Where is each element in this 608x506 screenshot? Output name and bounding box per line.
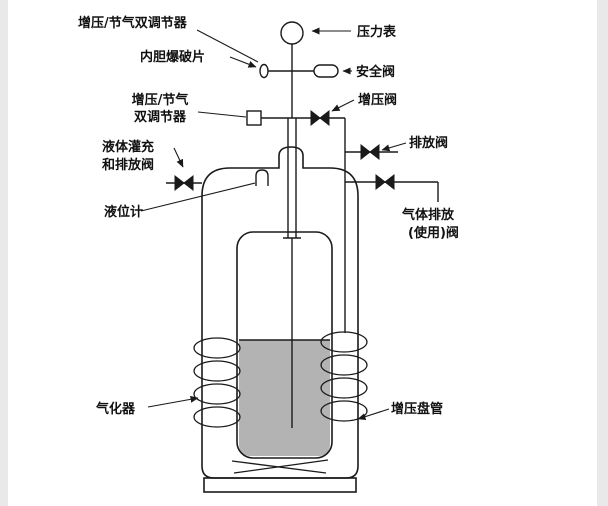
liquid-fill xyxy=(239,340,330,456)
label-vaporizer: 气化器 xyxy=(96,401,136,417)
label-regulator-mid-1: 增压/节气 xyxy=(132,92,189,108)
label-gas-use-1: 气体排放 xyxy=(402,207,455,223)
regulator-branch xyxy=(246,109,345,127)
fill-drain-piping xyxy=(166,174,202,192)
label-gas-use-2: (使用)阀 xyxy=(408,225,459,241)
pressure-gauge-symbol xyxy=(280,21,304,45)
right-piping xyxy=(344,118,439,333)
gas-use-valve-symbol xyxy=(375,173,395,191)
label-regulator-mid-2: 双调节器 xyxy=(134,109,187,125)
leader-lines xyxy=(140,27,407,421)
vaporizer-coil xyxy=(193,337,241,428)
bottom-coil-crossings xyxy=(231,459,329,474)
label-vent-valve: 排放阀 xyxy=(409,135,448,151)
label-fill-drain-1: 液体灌充 xyxy=(102,139,154,155)
pressure-building-coil xyxy=(320,331,368,422)
fill-drain-valve-symbol xyxy=(174,174,194,192)
safety-valve-symbol xyxy=(313,64,339,78)
burst-disc-symbol xyxy=(259,63,269,79)
base-plate xyxy=(203,477,357,493)
label-pressure-coil: 增压盘管 xyxy=(391,401,443,417)
label-safety-valve: 安全阀 xyxy=(356,64,395,80)
center-piping xyxy=(283,44,301,428)
inner-vessel xyxy=(236,231,333,459)
regulator-symbol xyxy=(246,110,262,126)
label-level-gauge: 液位计 xyxy=(104,204,143,220)
booster-valve-symbol xyxy=(310,109,330,127)
label-fill-drain-2: 和排放阀 xyxy=(102,157,154,173)
label-pressure-gauge: 压力表 xyxy=(357,24,397,40)
vent-valve-symbol xyxy=(360,143,380,161)
level-gauge-port xyxy=(255,169,269,186)
label-booster-valve: 增压阀 xyxy=(358,92,397,108)
safety-branch xyxy=(259,63,339,79)
label-burst-disc: 内胆爆破片 xyxy=(140,49,205,65)
label-regulator-top: 增压/节气双调节器 xyxy=(78,15,188,31)
